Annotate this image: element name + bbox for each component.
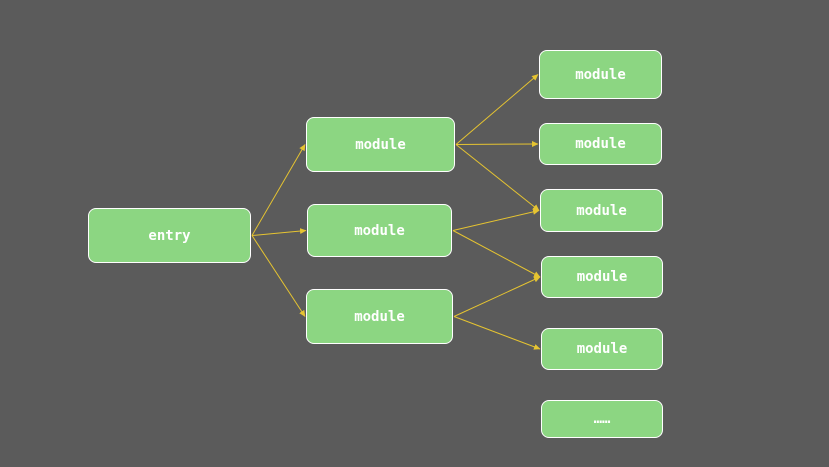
- module-node-label: module: [575, 66, 626, 83]
- module-node-level2-1: module: [539, 50, 662, 99]
- module-node-label: module: [575, 136, 626, 152]
- entry-node: entry: [88, 208, 251, 263]
- arrow-entry-to-level1-0: [251, 144, 306, 236]
- module-node-level2-2: module: [539, 123, 662, 165]
- module-node-label: module: [576, 202, 627, 219]
- module-node-level1-3: module: [306, 289, 453, 344]
- arrow-level1-0-to-level2-0: [455, 74, 539, 145]
- module-node-level2-5: module: [541, 328, 663, 370]
- arrow-level1-1-to-level2-2: [452, 208, 540, 231]
- more-modules-node: ……: [541, 400, 663, 438]
- arrow-level1-1-to-level2-3: [452, 230, 541, 278]
- module-node-level2-3: module: [540, 189, 663, 232]
- module-node-label: module: [354, 308, 405, 325]
- module-node-level1-1: module: [306, 117, 455, 172]
- arrow-level1-2-to-level2-4: [453, 316, 541, 350]
- module-node-label: module: [355, 136, 406, 153]
- ellipsis-label: ……: [593, 411, 611, 427]
- arrow-level1-2-to-level2-3: [453, 276, 541, 317]
- module-node-label: module: [576, 341, 628, 357]
- module-node-label: module: [354, 222, 405, 239]
- module-node-level1-2: module: [307, 204, 452, 257]
- entry-node-label: entry: [148, 227, 191, 244]
- arrow-level1-0-to-level2-1: [455, 141, 539, 148]
- arrow-entry-to-level1-1: [251, 228, 307, 236]
- arrow-level1-0-to-level2-2: [455, 144, 540, 211]
- arrow-entry-to-level1-2: [251, 235, 306, 317]
- module-node-label: module: [576, 269, 628, 285]
- module-node-level2-4: module: [541, 256, 663, 298]
